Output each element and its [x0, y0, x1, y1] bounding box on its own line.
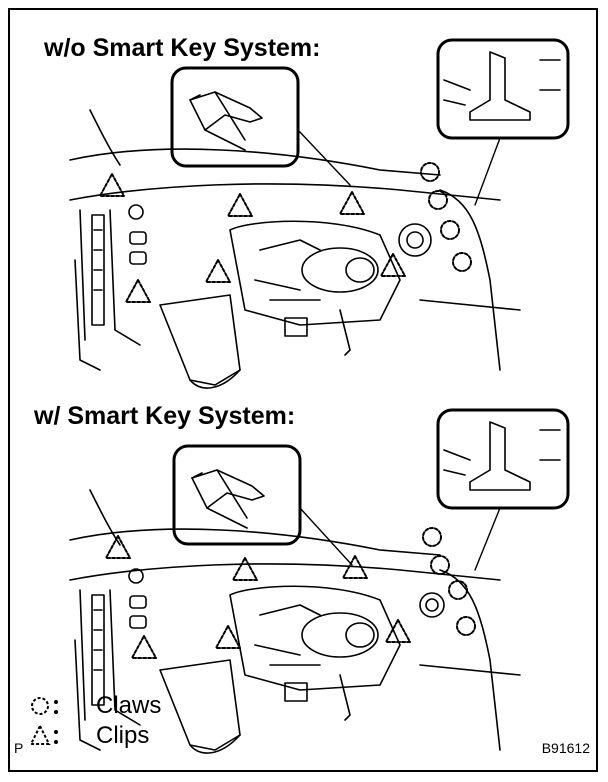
clip-marker-2 — [227, 193, 253, 217]
clip-marker-4 — [380, 253, 406, 277]
figure-frame — [8, 8, 598, 772]
claw-marker-2 — [428, 190, 448, 210]
callout-claw-detail — [436, 38, 570, 140]
column-area — [229, 585, 401, 691]
switch-round — [128, 204, 144, 220]
claw-marker-2 — [430, 555, 450, 575]
callout-clip-detail — [170, 66, 300, 168]
dash-top-edge — [69, 148, 441, 176]
callout-clip-detail — [172, 444, 302, 546]
clip-marker-3 — [342, 555, 368, 579]
section-title-without-smart-key: w/o Smart Key System: — [44, 34, 321, 62]
switch-1 — [129, 231, 147, 245]
claw-symbol-icon — [31, 697, 58, 715]
legend-clips-label: Clips — [96, 722, 150, 749]
illustration-without-smart-key — [69, 38, 570, 389]
claw-detail-drawing — [469, 51, 531, 121]
clip-detail-drawing — [189, 91, 263, 131]
lower-bracket — [284, 682, 308, 702]
claw-marker-3 — [448, 580, 468, 600]
clip-marker-1 — [99, 173, 125, 197]
clip-marker-5 — [205, 259, 231, 283]
clip-marker-5 — [215, 625, 241, 649]
steering-column — [301, 247, 379, 293]
claw-marker-3 — [440, 220, 460, 240]
left-panel-edge — [109, 209, 141, 346]
ignition-ring — [398, 223, 432, 257]
legend-claws-label: Claws — [96, 692, 162, 719]
clip-marker-3 — [339, 191, 365, 215]
callout-claw-detail — [436, 408, 570, 510]
column-area — [229, 220, 401, 326]
switch-1 — [129, 595, 147, 609]
lower-cover — [159, 659, 241, 751]
switch-round — [128, 568, 144, 584]
lower-bracket — [284, 317, 308, 337]
illustration-with-smart-key — [69, 408, 570, 754]
figure-code: B91612 — [541, 740, 590, 756]
clip-symbol-icon — [30, 724, 58, 745]
claw-marker-4 — [452, 252, 472, 272]
left-vent — [91, 214, 105, 326]
switch-2 — [129, 615, 147, 629]
claw-marker-1 — [422, 527, 442, 547]
claw-marker-1 — [420, 162, 440, 182]
engine-switch — [419, 592, 445, 618]
clip-marker-4 — [385, 619, 411, 643]
left-vent — [91, 594, 105, 706]
steering-column — [301, 612, 379, 658]
lower-cover — [159, 294, 241, 386]
corner-mark: P — [14, 740, 24, 756]
claw-marker-4 — [456, 616, 476, 636]
clip-marker-1 — [105, 535, 131, 559]
clip-marker-2 — [232, 557, 258, 581]
clip-marker-6 — [125, 279, 151, 303]
section-title-with-smart-key: w/ Smart Key System: — [34, 402, 296, 430]
clip-marker-6 — [131, 635, 157, 659]
dash-top-edge — [69, 528, 441, 556]
switch-2 — [129, 251, 147, 265]
